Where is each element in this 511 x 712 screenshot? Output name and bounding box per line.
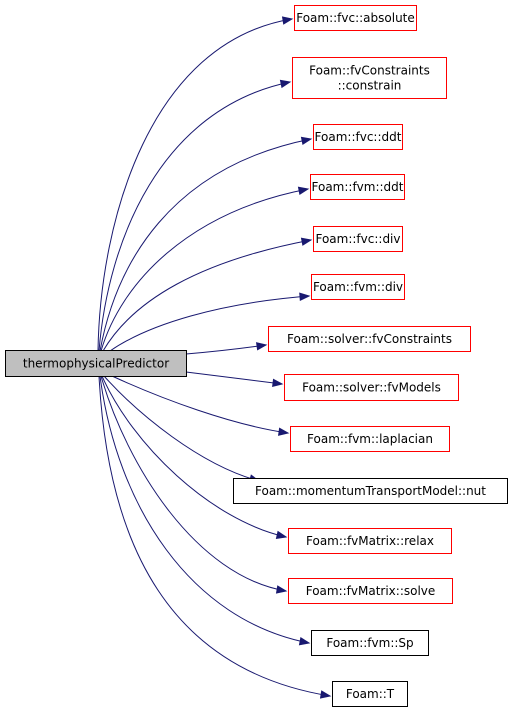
call-graph-edges [97,16,332,699]
node-solver-fvmodels-box [284,374,459,401]
edge-to-momentumtransportmodel-nut [103,375,260,482]
node-thermophysicalPredictor-label: thermophysicalPredictor [23,357,169,371]
node-fvmatrix-relax-label: Foam::fvMatrix::relax [306,534,434,548]
node-fvc-div[interactable]: Foam::fvc::div [313,226,403,252]
node-solver-fvconstraints[interactable]: Foam::solver::fvConstraints [268,326,471,352]
node-momentumtransportmodel-nut-box [233,478,508,504]
node-fvc-ddt-label: Foam::fvc::ddt [315,130,402,144]
edge-to-fvmatrix-relax [101,375,287,538]
node-momentumtransportmodel-nut[interactable]: Foam::momentumTransportModel::nut [233,478,508,504]
arrowhead-icon [272,378,284,388]
node-fvm-laplacian-label: Foam::fvm::laplacian [307,432,433,446]
node-fvc-absolute[interactable]: Foam::fvc::absolute [294,5,417,31]
edge-to-foam-t [98,375,331,697]
node-thermophysicalPredictor-box [5,350,187,377]
node-foam-t[interactable]: Foam::T [332,681,408,707]
arrowhead-icon [277,427,290,436]
arrowhead-icon [298,637,311,646]
node-fvm-ddt[interactable]: Foam::fvm::ddt [310,174,405,200]
node-momentumtransportmodel-nut-label: Foam::momentumTransportModel::nut [255,484,486,498]
node-fvc-absolute-label: Foam::fvc::absolute [296,11,415,25]
node-fvconstraints-constrain-box [292,57,447,99]
edge-to-fvm-div [109,295,310,352]
arrowhead-icon [255,342,268,351]
node-fvmatrix-relax-box [288,528,452,554]
edge-to-fvm-ddt [100,188,309,352]
node-solver-fvmodels[interactable]: Foam::solver::fvModels [284,374,459,401]
node-fvc-ddt[interactable]: Foam::fvc::ddt [313,124,403,150]
node-solver-fvconstraints-label: Foam::solver::fvConstraints [287,332,452,346]
edge-to-fvc-absolute [97,18,293,352]
arrowhead-icon [297,186,310,195]
arrowhead-icon [275,585,288,594]
call-graph-nodes: thermophysicalPredictor Foam::fvc::absolu… [5,5,508,707]
node-fvc-absolute-box [294,5,417,31]
node-fvconstraints-constrain-label: ::constrain [338,79,402,93]
node-fvm-laplacian[interactable]: Foam::fvm::laplacian [290,426,450,452]
node-solver-fvconstraints-box [268,326,471,352]
node-fvc-div-box [313,226,403,252]
node-fvmatrix-relax[interactable]: Foam::fvMatrix::relax [288,528,452,554]
node-fvm-sp-box [311,630,429,656]
edge-to-solver-fvmodels [185,371,283,385]
edge-to-fvc-ddt [99,138,312,352]
arrowhead-icon [300,237,313,246]
arrowhead-icon [281,16,294,25]
node-fvc-ddt-box [313,124,403,150]
edge-to-solver-fvconstraints [185,344,267,355]
edge-to-fvm-laplacian [111,375,289,434]
node-fvc-div-label: Foam::fvc::div [315,232,400,246]
node-fvm-sp[interactable]: Foam::fvm::Sp [311,630,429,656]
arrowhead-icon [299,292,311,301]
node-thermophysicalPredictor: thermophysicalPredictor [5,350,187,377]
node-fvm-sp-label: Foam::fvm::Sp [326,636,413,650]
arrowhead-icon [279,79,292,89]
edge-to-fvm-sp [99,375,310,644]
node-fvm-div-label: Foam::fvm::div [313,280,403,294]
arrowhead-icon [300,136,313,146]
node-fvmatrix-solve-label: Foam::fvMatrix::solve [306,584,436,598]
edge-to-fvmatrix-solve [100,375,287,592]
edge-to-fvc-div [102,239,312,352]
edge-to-fvconstraints-constrain [98,81,291,352]
node-fvm-ddt-label: Foam::fvm::ddt [312,180,404,194]
node-fvmatrix-solve[interactable]: Foam::fvMatrix::solve [288,578,453,604]
node-fvconstraints-constrain-label: Foam::fvConstraints [309,64,430,78]
node-fvm-laplacian-box [290,426,450,452]
arrowhead-icon [319,690,332,699]
node-fvm-div[interactable]: Foam::fvm::div [311,274,405,300]
node-fvconstraints-constrain[interactable]: Foam::fvConstraints::constrain [292,57,447,99]
node-foam-t-box [332,681,408,707]
node-solver-fvmodels-label: Foam::solver::fvModels [302,381,441,395]
node-fvm-ddt-box [310,174,405,200]
node-fvmatrix-solve-box [288,578,453,604]
arrowhead-icon [275,530,288,540]
node-fvm-div-box [311,274,405,300]
node-foam-t-label: Foam::T [346,687,395,701]
